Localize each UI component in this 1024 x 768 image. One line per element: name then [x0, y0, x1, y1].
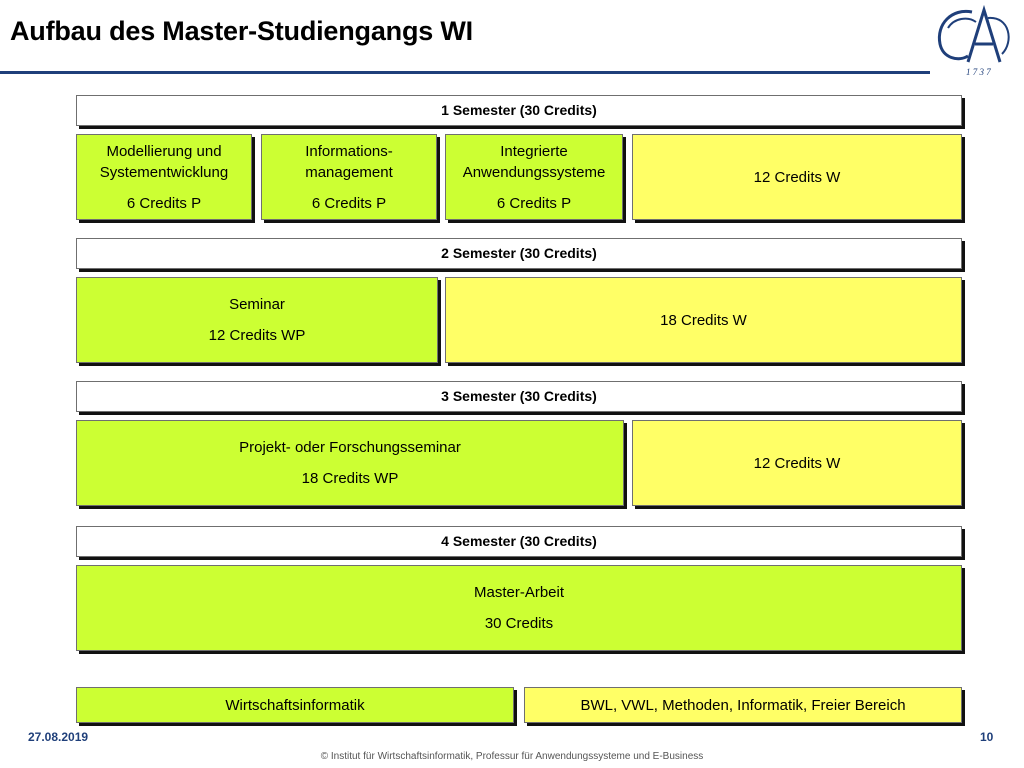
module-credits: 12 Credits W — [753, 168, 841, 186]
module-credits: 6 Credits P — [496, 194, 572, 212]
module-credits: 12 Credits W — [753, 454, 841, 472]
module-name-line: Systementwicklung — [99, 163, 229, 181]
logo-year: 1 7 3 7 — [966, 67, 991, 77]
semester-2-header: 2 Semester (30 Credits) — [76, 238, 962, 269]
module-wahl-semester-2: 18 Credits W — [445, 277, 962, 363]
module-credits: 18 Credits W — [660, 311, 747, 329]
goettingen-university-seal-icon: 1 7 3 7 — [937, 4, 1010, 77]
module-name-line: Integrierte — [500, 142, 568, 160]
legend-other-areas: BWL, VWL, Methoden, Informatik, Freier B… — [524, 687, 962, 723]
page-number: 10 — [980, 730, 994, 744]
module-wahl-semester-3: 12 Credits W — [632, 420, 962, 506]
semester-1-header: 1 Semester (30 Credits) — [76, 95, 962, 126]
page-title: Aufbau des Master-Studiengangs WI — [10, 16, 473, 46]
module-modellierung: Modellierung und Systementwicklung 6 Cre… — [76, 134, 252, 220]
module-integrierte-anwendungssysteme: Integrierte Anwendungssysteme 6 Credits … — [445, 134, 623, 220]
module-seminar: Seminar 12 Credits WP — [76, 277, 438, 363]
module-name-line: Modellierung und — [106, 142, 222, 160]
footer-copyright: © Institut für Wirtschaftsinformatik, Pr… — [320, 751, 704, 762]
module-credits: 30 Credits — [484, 615, 554, 632]
module-wahl-semester-1: 12 Credits W — [632, 134, 962, 220]
module-name: Seminar — [229, 296, 285, 313]
legend-wirtschaftsinformatik: Wirtschaftsinformatik — [76, 687, 514, 723]
module-informationsmanagement: Informations- management 6 Credits P — [261, 134, 437, 220]
module-name-line: management — [305, 163, 393, 181]
module-projektseminar: Projekt- oder Forschungsseminar 18 Credi… — [76, 420, 624, 506]
module-credits: 12 Credits WP — [208, 327, 306, 344]
title-divider — [0, 71, 930, 74]
module-master-arbeit: Master-Arbeit 30 Credits — [76, 565, 962, 651]
module-name: Projekt- oder Forschungsseminar — [239, 439, 461, 456]
module-name: Master-Arbeit — [473, 584, 565, 601]
footer-date: 27.08.2019 — [28, 730, 89, 744]
legend-label: BWL, VWL, Methoden, Informatik, Freier B… — [580, 696, 906, 714]
semester-3-header: 3 Semester (30 Credits) — [76, 381, 962, 412]
module-credits: 6 Credits P — [311, 194, 387, 212]
module-credits: 6 Credits P — [126, 194, 202, 212]
module-name-line: Informations- — [305, 142, 393, 160]
module-credits: 18 Credits WP — [301, 470, 399, 487]
semester-4-header: 4 Semester (30 Credits) — [76, 526, 962, 557]
legend-label: Wirtschaftsinformatik — [225, 696, 365, 714]
module-name-line: Anwendungssysteme — [462, 163, 606, 181]
